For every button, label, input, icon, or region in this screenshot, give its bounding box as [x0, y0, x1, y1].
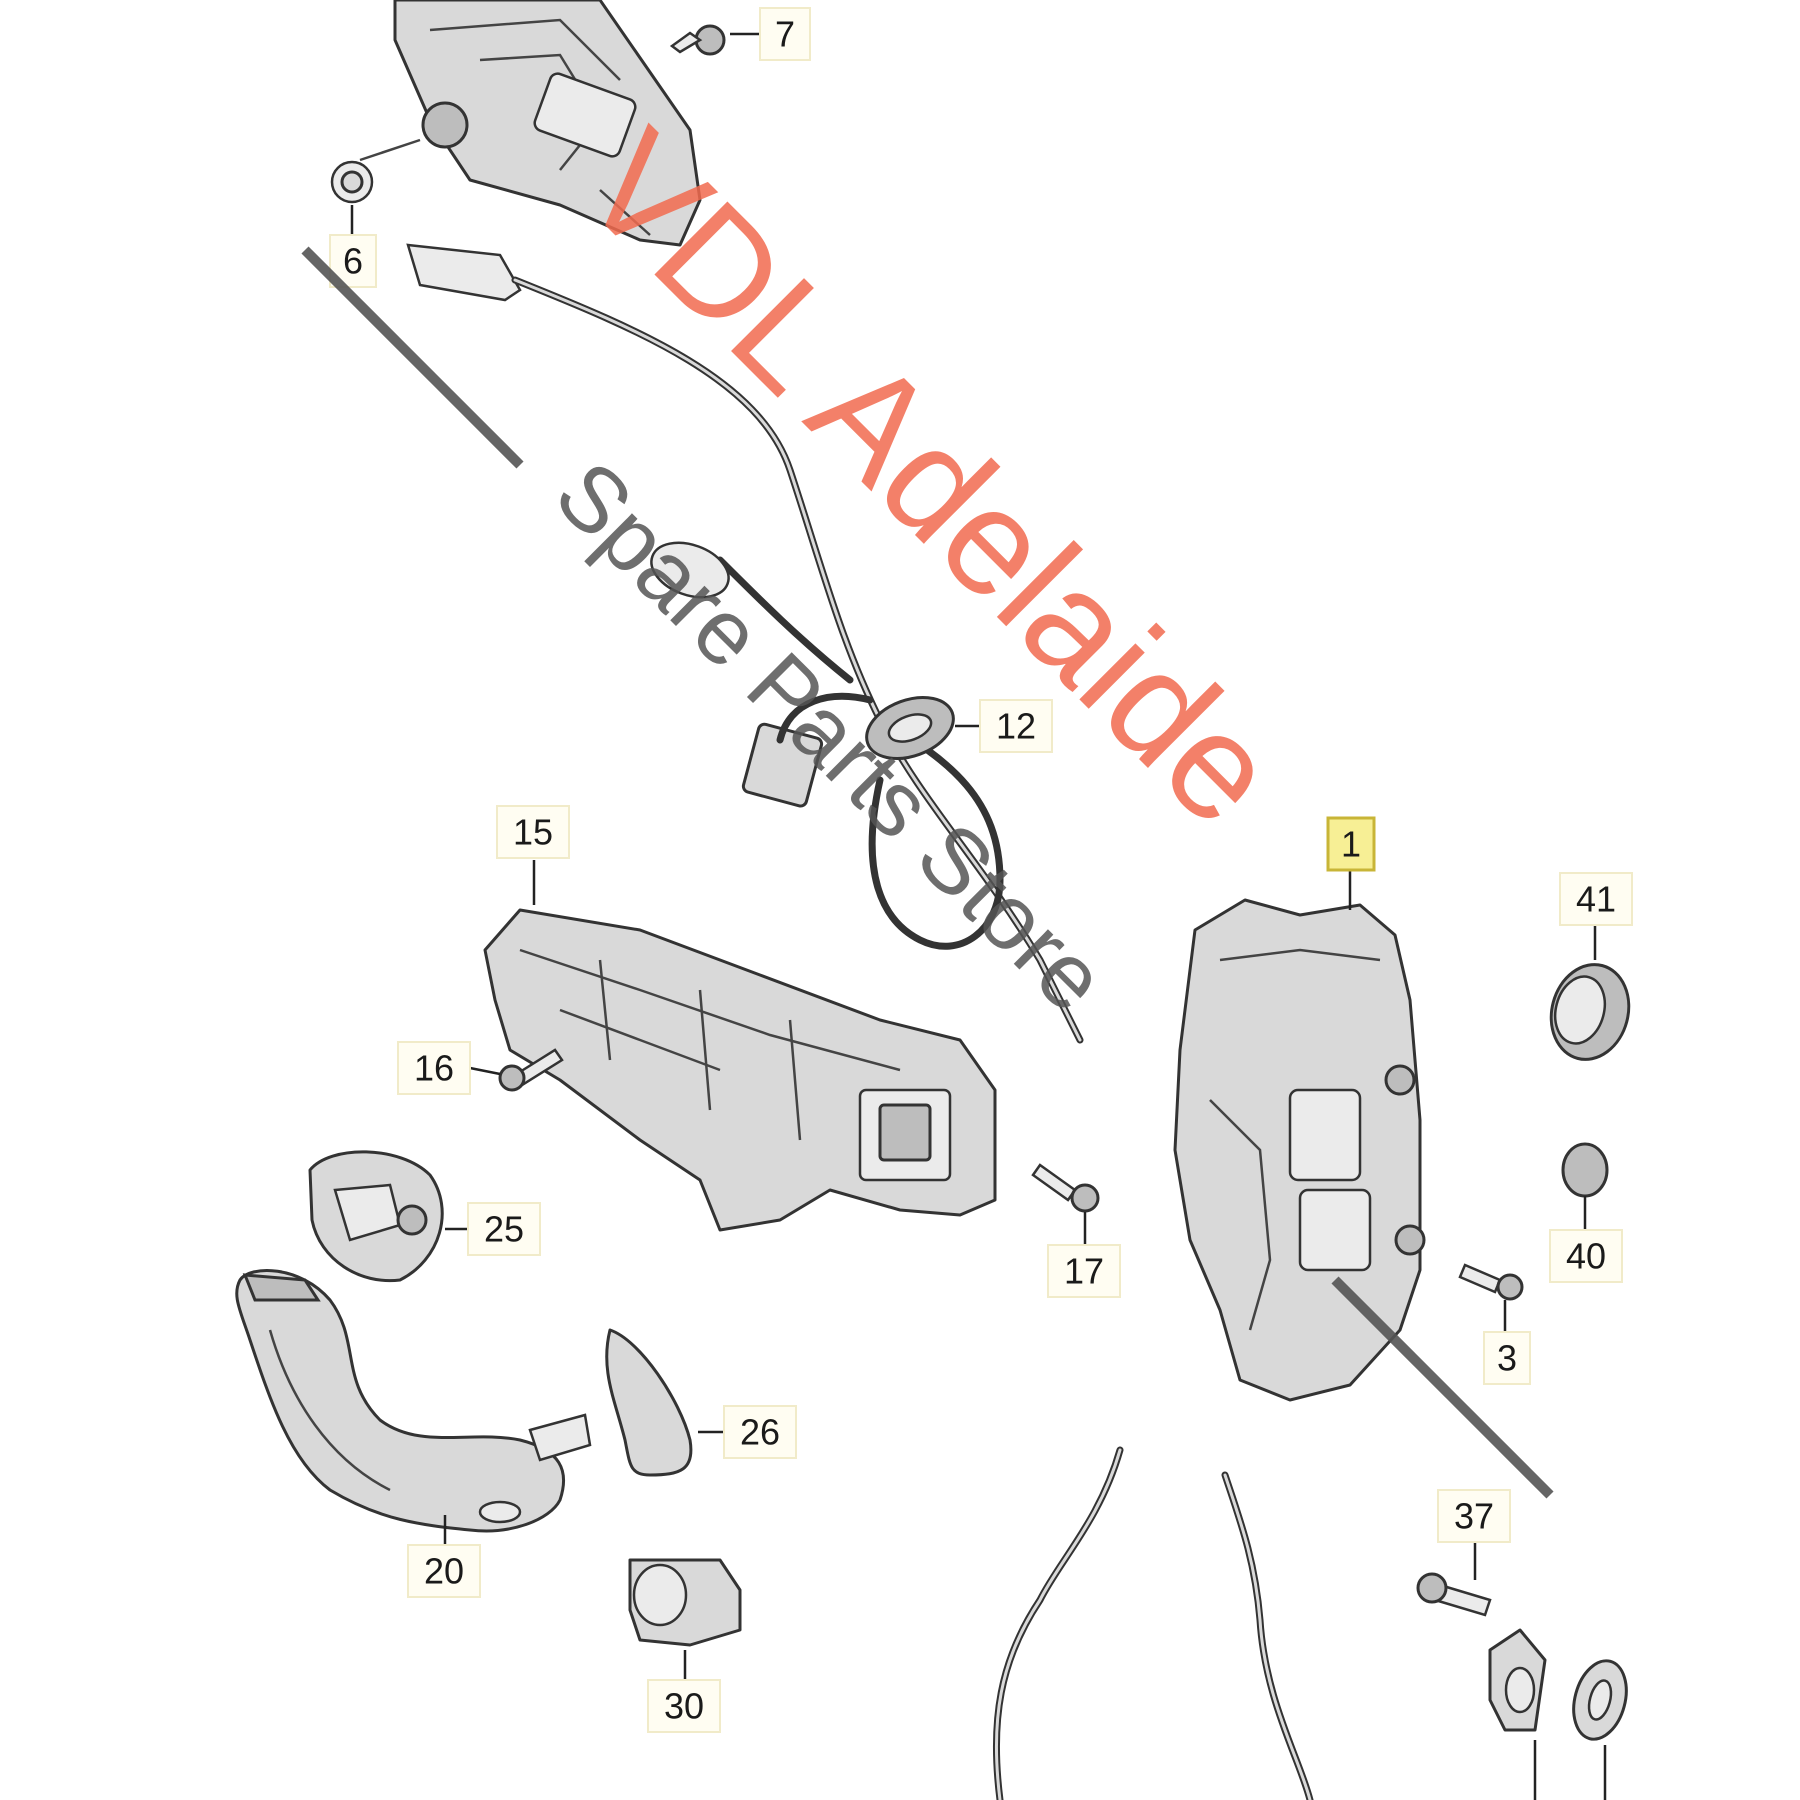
outer-handle-carrier-15 — [483, 860, 997, 1232]
screw-3 — [1458, 1263, 1524, 1332]
seal-ring-6 — [330, 160, 374, 204]
callout-26: 26 — [723, 1405, 797, 1459]
striker-plate — [1488, 1628, 1628, 1800]
callout-30: 30 — [647, 1679, 721, 1733]
callout-17: 17 — [1047, 1244, 1121, 1298]
callout-30-label: 30 — [664, 1686, 704, 1727]
callout-12-label: 12 — [996, 706, 1036, 747]
gasket-25 — [308, 1150, 480, 1283]
callout-25: 25 — [467, 1202, 541, 1256]
callout-16-label: 16 — [414, 1048, 454, 1089]
callout-26-label: 26 — [740, 1412, 780, 1453]
callout-40-label: 40 — [1566, 1236, 1606, 1277]
screw-17 — [1031, 1163, 1100, 1245]
callout-1: 1 — [1326, 816, 1376, 872]
callout-25-label: 25 — [484, 1209, 524, 1250]
cap-30 — [628, 1558, 742, 1680]
callout-3-label: 3 — [1497, 1338, 1517, 1379]
release-cables — [992, 1446, 1314, 1800]
screw-7 — [669, 24, 726, 56]
callout-20: 20 — [407, 1544, 481, 1598]
callout-15: 15 — [496, 805, 570, 859]
callout-37: 37 — [1437, 1489, 1511, 1543]
cable-harness-12 — [406, 243, 1084, 1044]
callout-7-label: 7 — [775, 14, 795, 55]
callout-1-label: 1 — [1341, 824, 1361, 865]
callout-16: 16 — [397, 1041, 501, 1095]
callout-12: 12 — [979, 699, 1053, 753]
callout-17-label: 17 — [1064, 1251, 1104, 1292]
cap-41 — [1549, 925, 1631, 1061]
callout-6: 6 — [329, 205, 377, 288]
callout-20-label: 20 — [424, 1551, 464, 1592]
seal-26 — [605, 1328, 730, 1477]
door-lock-1 — [1173, 870, 1426, 1402]
outer-handle-20 — [235, 1269, 592, 1550]
callout-37-label: 37 — [1454, 1496, 1494, 1537]
callout-15-label: 15 — [513, 812, 553, 853]
callout-7: 7 — [730, 7, 811, 61]
screw-16 — [498, 1048, 564, 1092]
callout-41-label: 41 — [1576, 879, 1616, 920]
callout-3: 3 — [1483, 1331, 1531, 1385]
screw-37 — [1416, 1535, 1492, 1617]
callout-40: 40 — [1549, 1229, 1623, 1283]
callout-41: 41 — [1559, 872, 1633, 926]
clip-40 — [1561, 1142, 1609, 1230]
handle-carrier-top — [359, 0, 702, 247]
callout-6-label: 6 — [343, 241, 363, 282]
